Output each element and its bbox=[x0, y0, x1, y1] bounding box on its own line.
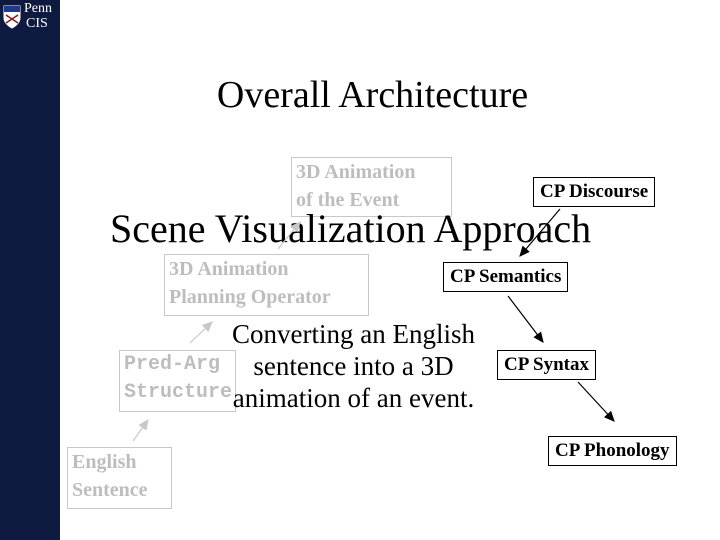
slide-description: Converting an English sentence into a 3D… bbox=[232, 318, 475, 414]
box-cp-phonology: CP Phonology bbox=[548, 436, 677, 466]
box-pred-arg-line1: Pred-Arg bbox=[124, 353, 221, 376]
box-pred-arg: Pred-Arg Structure bbox=[119, 350, 236, 412]
description-line-1: Converting an English bbox=[232, 319, 475, 349]
box-english-sentence-line1: English bbox=[72, 451, 137, 473]
logo-text-penn: Penn bbox=[24, 1, 52, 16]
description-line-3: animation of an event. bbox=[232, 383, 475, 413]
left-sidebar-bar: Penn CIS bbox=[0, 0, 60, 540]
box-cp-syntax: CP Syntax bbox=[497, 350, 596, 380]
box-english-sentence: English Sentence bbox=[67, 447, 172, 509]
box-animation-event-line1: 3D Animation bbox=[296, 161, 416, 183]
arrow-predarg-to-planning bbox=[189, 321, 213, 344]
arrow-english-to-predarg bbox=[132, 419, 149, 442]
slide-title: Overall Architecture bbox=[216, 74, 529, 116]
box-cp-discourse: CP Discourse bbox=[533, 177, 656, 207]
description-line-2: sentence into a 3D bbox=[253, 351, 454, 381]
arrow-syntax-to-phonology bbox=[577, 381, 615, 422]
box-cp-discourse-label: CP Discourse bbox=[540, 181, 649, 202]
box-planning-operator: 3D Animation Planning Operator bbox=[164, 254, 369, 316]
box-cp-syntax-label: CP Syntax bbox=[504, 354, 589, 375]
box-animation-event-line2: of the Event bbox=[296, 189, 400, 211]
box-cp-phonology-label: CP Phonology bbox=[555, 440, 670, 461]
logo-text-cis: CIS bbox=[26, 16, 48, 31]
box-cp-semantics: CP Semantics bbox=[443, 262, 569, 292]
box-english-sentence-line2: Sentence bbox=[72, 479, 148, 501]
box-planning-operator-line1: 3D Animation bbox=[169, 258, 289, 280]
slide-subtitle: Scene Visualization Approach bbox=[110, 206, 592, 251]
arrow-semantics-to-syntax bbox=[507, 295, 544, 343]
shield-icon bbox=[3, 5, 21, 29]
box-animation-event: 3D Animation of the Event bbox=[291, 157, 452, 217]
box-cp-semantics-label: CP Semantics bbox=[450, 266, 562, 287]
box-pred-arg-line2: Structure bbox=[124, 381, 233, 404]
box-planning-operator-line2: Planning Operator bbox=[169, 286, 331, 308]
penn-cis-logo: Penn CIS bbox=[0, 0, 60, 40]
